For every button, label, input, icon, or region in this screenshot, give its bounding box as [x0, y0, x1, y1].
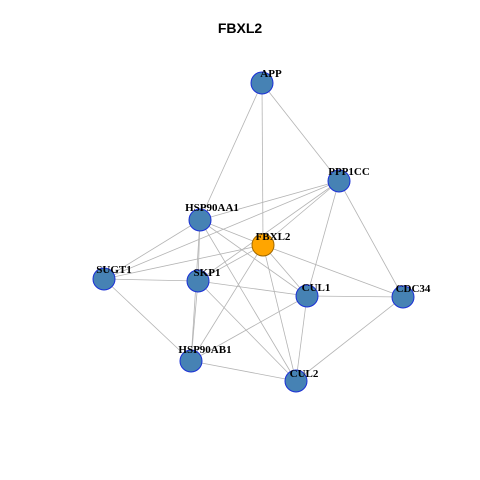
node-fbxl2[interactable]	[251, 233, 275, 257]
node-ppp1cc[interactable]	[327, 169, 351, 193]
node-cdc34[interactable]	[391, 285, 415, 309]
node-skp1[interactable]	[186, 269, 210, 293]
edge-fbxl2-hsp90ab1	[190, 244, 264, 362]
node-hsp90ab1[interactable]	[179, 349, 203, 373]
edge-ppp1cc-fbxl2	[262, 180, 340, 246]
edge-ppp1cc-skp1	[197, 180, 340, 282]
edge-sugt1-hsp90ab1	[103, 278, 192, 362]
edge-cul1-hsp90ab1	[190, 295, 308, 362]
edge-hsp90aa1-sugt1	[103, 219, 201, 280]
edge-fbxl2-sugt1	[103, 244, 264, 280]
edge-cul1-cul2	[295, 295, 308, 382]
edge-sugt1-skp1	[103, 278, 199, 282]
node-hsp90aa1[interactable]	[188, 208, 212, 232]
edge-app-hsp90aa1	[199, 82, 263, 221]
node-label-cul1: CUL1	[302, 282, 331, 294]
edge-hsp90aa1-cul2	[199, 219, 297, 382]
edge-cdc34-cul2	[295, 296, 404, 382]
edge-app-fbxl2	[261, 82, 264, 246]
node-label-cdc34: CDC34	[396, 283, 431, 295]
edge-skp1-hsp90ab1	[190, 280, 199, 362]
edge-ppp1cc-cul1	[306, 180, 340, 297]
edge-skp1-cul1	[197, 280, 308, 297]
edge-fbxl2-cdc34	[262, 244, 404, 298]
node-label-sugt1: SUGT1	[96, 264, 131, 276]
node-label-fbxl2: FBXL2	[256, 231, 291, 243]
node-app[interactable]	[250, 71, 274, 95]
edge-skp1-cul2	[197, 280, 297, 382]
edge-hsp90aa1-cul1	[199, 219, 308, 297]
node-label-hsp90aa1: HSP90AA1	[185, 202, 239, 214]
node-cul1[interactable]	[295, 284, 319, 308]
edge-app-ppp1cc	[261, 82, 340, 182]
node-label-cul2: CUL2	[290, 368, 319, 380]
node-label-hsp90ab1: HSP90AB1	[178, 344, 231, 356]
node-cul2[interactable]	[284, 369, 308, 393]
edge-fbxl2-cul2	[262, 244, 297, 382]
node-label-skp1: SKP1	[194, 267, 221, 279]
edge-ppp1cc-sugt1	[103, 180, 340, 280]
node-label-ppp1cc: PPP1CC	[328, 166, 370, 178]
edge-ppp1cc-hsp90aa1	[199, 180, 340, 221]
edges-layer	[103, 82, 404, 382]
edge-cul1-cdc34	[306, 295, 404, 298]
graph-title: FBXL2	[217, 20, 263, 36]
node-label-app: APP	[260, 68, 282, 80]
edge-hsp90ab1-cul2	[190, 360, 297, 382]
node-sugt1[interactable]	[92, 267, 116, 291]
edge-fbxl2-skp1	[197, 244, 264, 282]
edge-ppp1cc-cdc34	[338, 180, 404, 298]
